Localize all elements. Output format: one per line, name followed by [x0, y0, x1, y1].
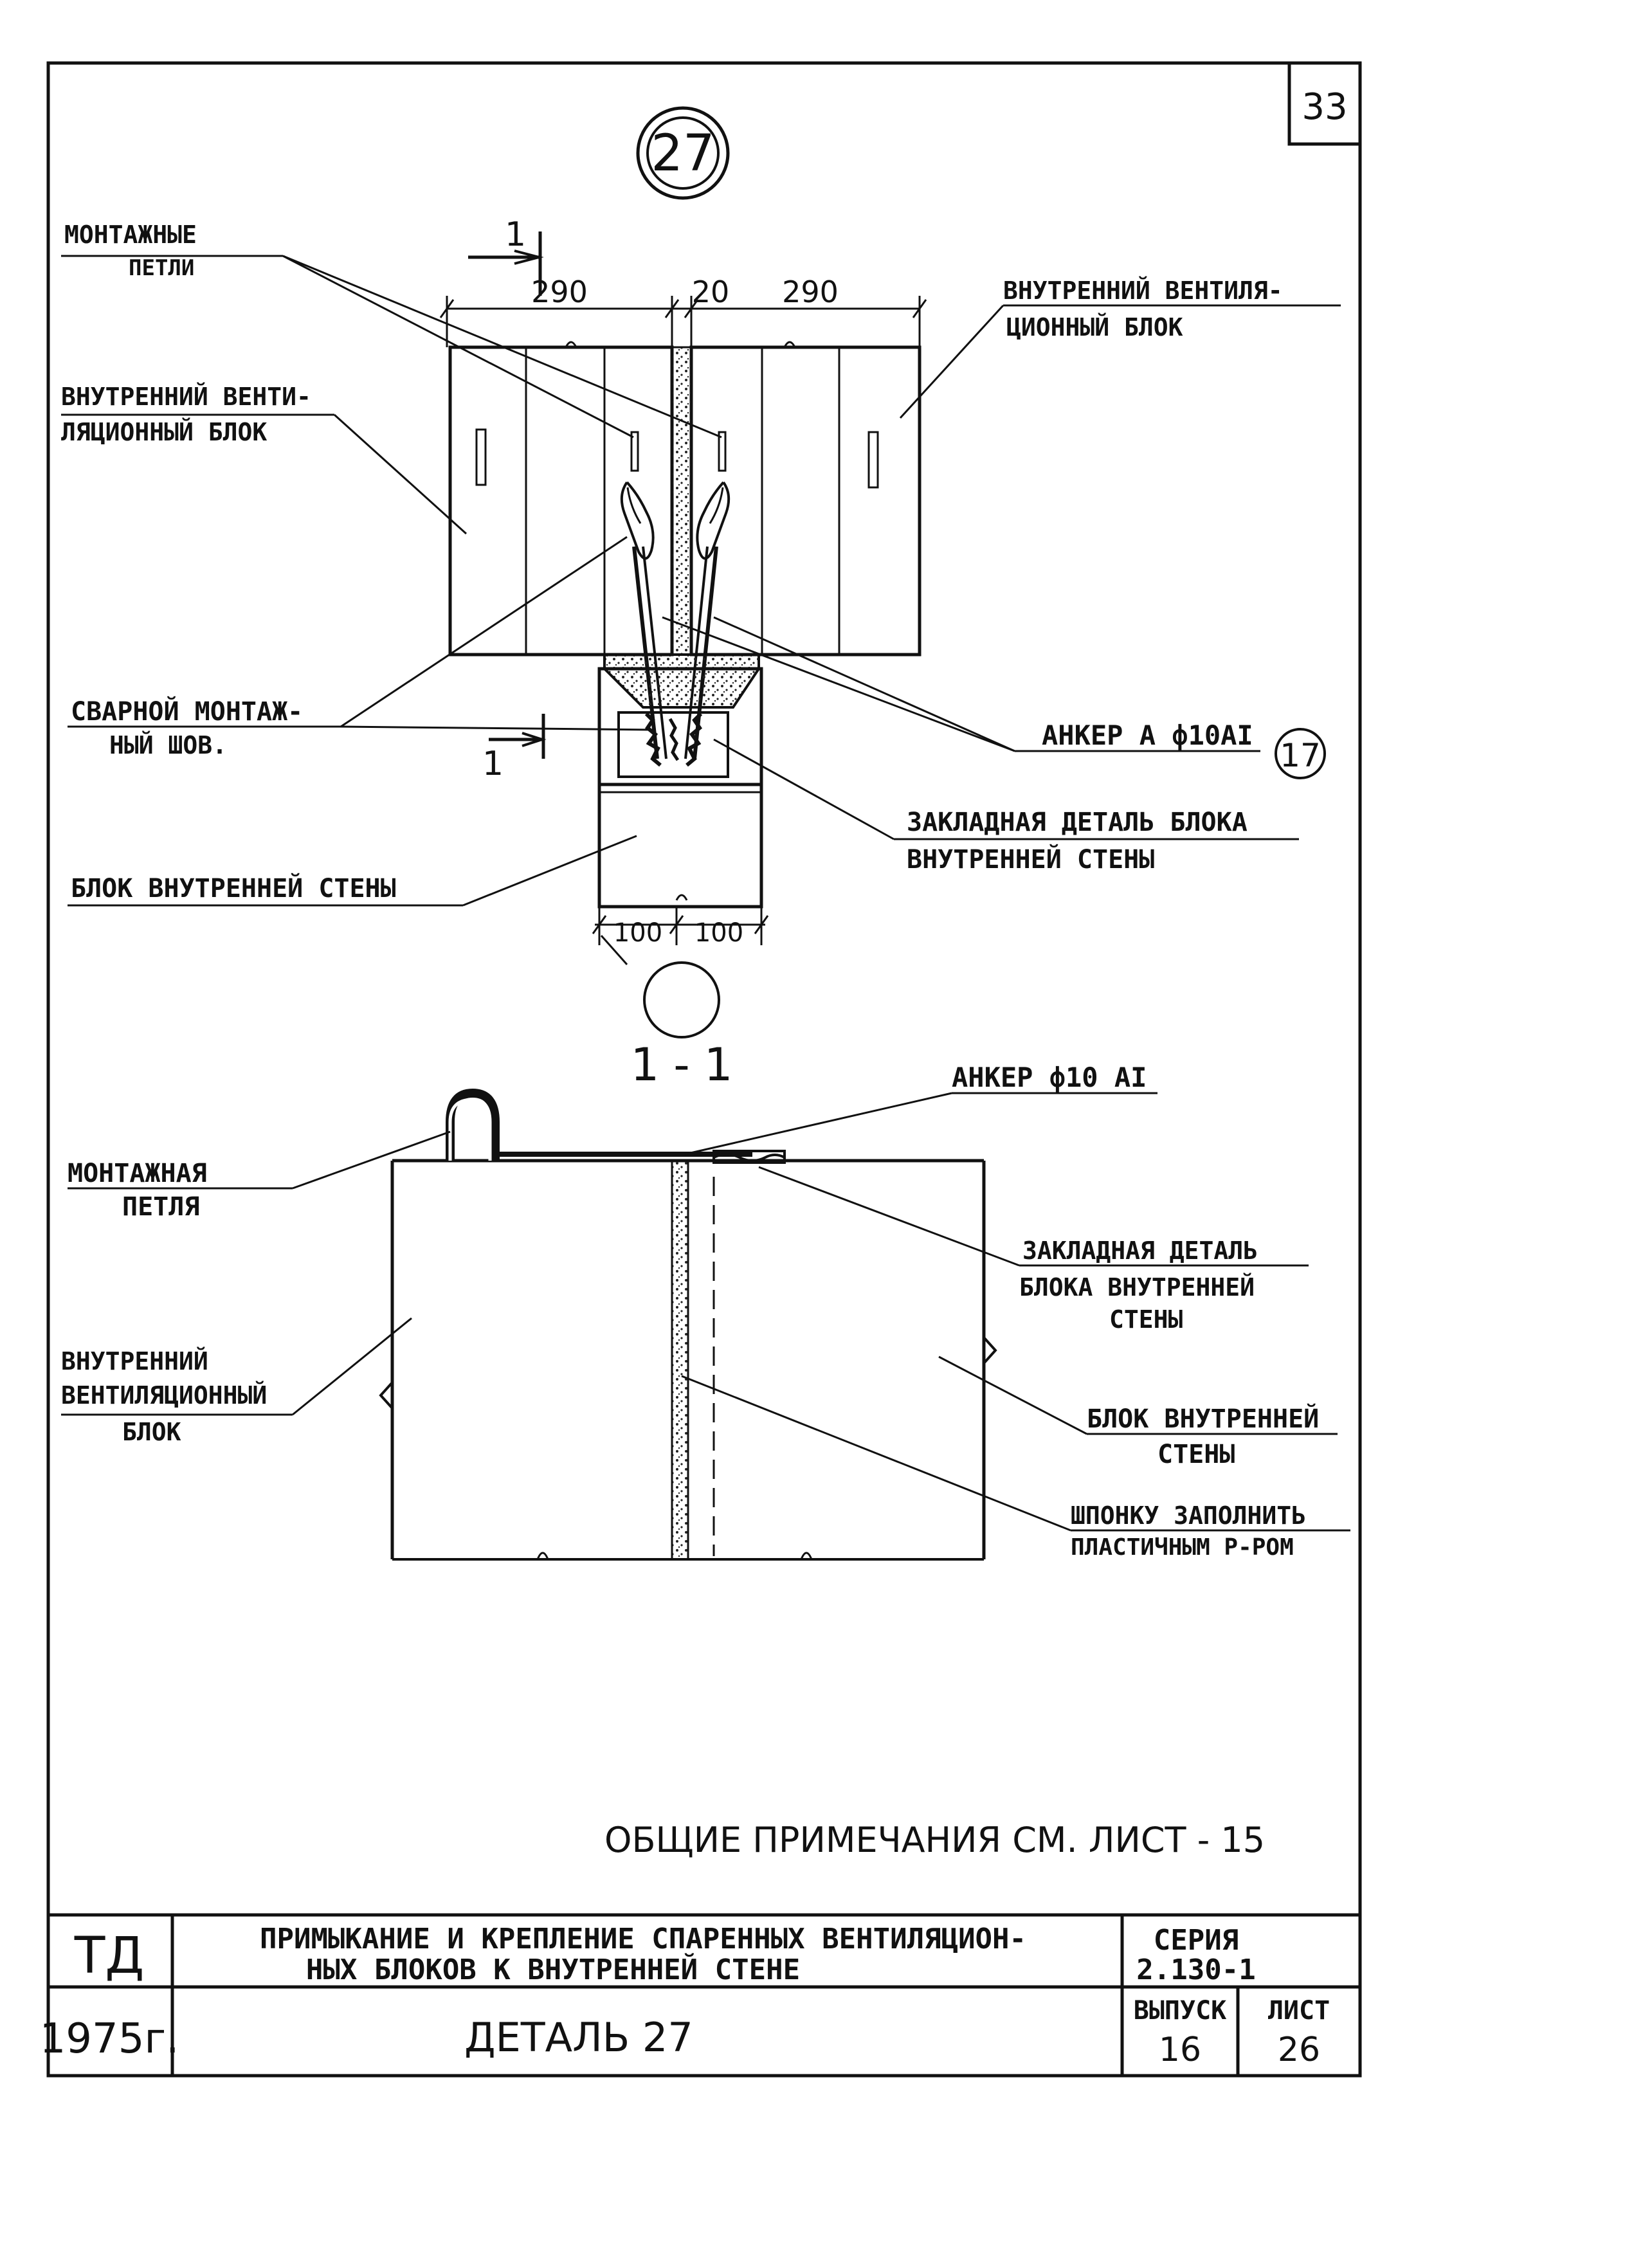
tb-org: ТД: [74, 1927, 145, 1985]
section-leaders: [61, 1092, 1350, 1532]
section-mark-bottom: 1: [482, 745, 504, 783]
sheet-frame: [46, 61, 1362, 2078]
dim-right: 290: [782, 275, 839, 309]
label-weld-1: СВАРНОЙ МОНТАЖ-: [71, 696, 303, 727]
dim-bottom-right: 100: [694, 918, 743, 948]
tb-series-label: СЕРИЯ: [1154, 1924, 1239, 1957]
label-section-anchor: АНКЕР ф10 АI: [952, 1062, 1147, 1093]
label-weld-2: НЫЙ ШОВ.: [109, 731, 227, 759]
tb-issue-label: ВЫПУСК: [1134, 1996, 1227, 2026]
anchors-ref-marker: 17: [1275, 728, 1326, 779]
label-embedded-part-1: ЗАКЛАДНАЯ ДЕТАЛЬ БЛОКА: [907, 808, 1248, 837]
tb-sheet-label: ЛИСТ: [1268, 1996, 1330, 2026]
label-anchors: АНКЕР А ф10АI: [1042, 720, 1253, 751]
label-vent-block-left-1: ВНУТРЕННИЙ ВЕНТИ-: [61, 383, 311, 411]
corner-number: 33: [1302, 86, 1347, 128]
wall-block: [597, 667, 763, 909]
section-title: 1 - 1: [631, 1038, 733, 1091]
grout-pad: [603, 653, 760, 709]
section-view: [379, 1088, 997, 1561]
joint-grout: [671, 346, 693, 656]
label-embedded-part-2: ВНУТРЕННЕЙ СТЕНЫ: [907, 844, 1154, 875]
label-section-loop-2: ПЕТЛЯ: [122, 1192, 199, 1222]
label-section-key-1: ШПОНКУ ЗАПОЛНИТЬ: [1071, 1501, 1306, 1530]
vent-block-right: [689, 345, 921, 657]
dim-left: 290: [531, 275, 588, 309]
plan-view: [439, 231, 927, 965]
title-block: [48, 1913, 1360, 2076]
tb-title-line1: ПРИМЫКАНИЕ И КРЕПЛЕНИЕ СПАРЕННЫХ ВЕНТИЛЯ…: [260, 1923, 1026, 1955]
loop-right: [696, 481, 731, 560]
label-mounting-loops-2: ПЕТЛИ: [129, 255, 194, 281]
corner-number-box: 33: [1287, 61, 1362, 146]
plan-leaders: [61, 255, 1341, 907]
vent-block-left: [448, 345, 674, 657]
label-section-key-2: ПЛАСТИЧНЫМ Р-РОМ: [1071, 1534, 1294, 1561]
section-mark-top: 1: [505, 215, 526, 254]
label-section-loop-1: МОНТАЖНАЯ: [68, 1159, 207, 1188]
label-section-embedded-3: СТЕНЫ: [1109, 1305, 1183, 1334]
label-section-vent-2: ВЕНТИЛЯЦИОННЫЙ: [61, 1381, 267, 1409]
embedded-plate: [617, 711, 729, 778]
label-section-wall-1: БЛОК ВНУТРЕННЕЙ: [1087, 1403, 1319, 1434]
tb-sheet-value: 26: [1278, 2031, 1320, 2069]
label-section-wall-2: СТЕНЫ: [1157, 1440, 1235, 1469]
tb-title-line2: НЫХ БЛОКОВ К ВНУТРЕННЕЙ СТЕНЕ: [306, 1952, 800, 1986]
label-section-embedded-1: ЗАКЛАДНАЯ ДЕТАЛЬ: [1022, 1237, 1258, 1265]
dim-bottom-left: 100: [613, 918, 662, 948]
detail-marker-number: 27: [651, 125, 714, 183]
section-marker-circle: [643, 961, 720, 1038]
label-section-vent-3: БЛОК: [122, 1418, 181, 1446]
tb-year: 1975г.: [40, 2015, 179, 2063]
label-vent-block-left-2: ЛЯЦИОННЫЙ БЛОК: [61, 418, 267, 446]
label-vent-block-right-1: ВНУТРЕННИЙ ВЕНТИЛЯ-: [1003, 276, 1283, 305]
label-section-embedded-2: БЛОКА ВНУТРЕННЕЙ: [1019, 1273, 1255, 1301]
label-section-vent-1: ВНУТРЕННИЙ: [61, 1347, 208, 1375]
tb-detail: ДЕТАЛЬ 27: [464, 2014, 693, 2061]
section-joint-grout: [671, 1159, 689, 1561]
dim-joint: 20: [692, 275, 730, 309]
tb-issue-value: 16: [1159, 2031, 1201, 2069]
label-wall-block: БЛОК ВНУТРЕННЕЙ СТЕНЫ: [71, 873, 396, 903]
tb-series-value: 2.130-1: [1136, 1953, 1255, 1986]
general-notes: ОБЩИЕ ПРИМЕЧАНИЯ СМ. ЛИСТ - 15: [604, 1820, 1265, 1860]
label-vent-block-right-2: ЦИОННЫЙ БЛОК: [1006, 313, 1183, 341]
loop-left: [620, 481, 655, 560]
anchors-ref-number: 17: [1280, 737, 1321, 774]
detail-marker: 27: [636, 106, 730, 200]
label-mounting-loops-1: МОНТАЖНЫЕ: [64, 221, 197, 249]
